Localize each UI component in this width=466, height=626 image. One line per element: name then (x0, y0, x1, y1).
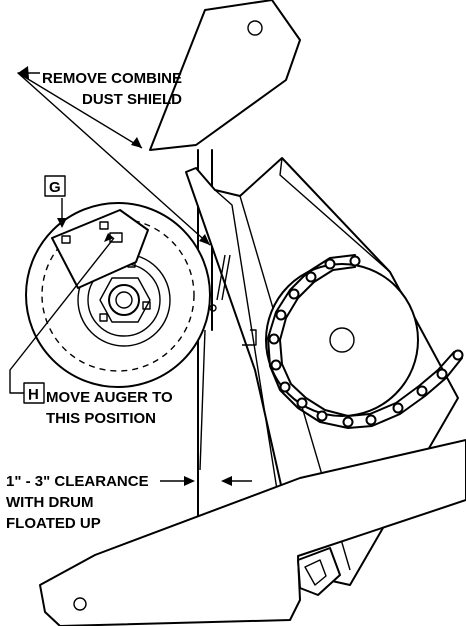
clearance-label-line1: 1" - 3" CLEARANCE (6, 473, 149, 490)
remove-label-line2: DUST SHIELD (82, 91, 182, 108)
callout-h: H (23, 382, 45, 404)
upper-bracket (149, 0, 301, 151)
callout-g: G (44, 175, 66, 197)
remove-label-line1: REMOVE COMBINE (42, 70, 182, 87)
auger-bracket-plate (51, 209, 149, 289)
clearance-label-line3: FLOATED UP (6, 515, 101, 532)
roller-chain (267, 254, 464, 429)
sprocket-disc (265, 263, 419, 417)
clearance-arrows (160, 476, 252, 486)
move-auger-label: MOVE AUGER TO THIS POSITION (46, 389, 173, 427)
callout-h-letter: H (28, 386, 39, 403)
arrowheads (18, 66, 210, 245)
clearance-label: 1" - 3" CLEARANCE WITH DRUM FLOATED UP (6, 473, 149, 532)
shield-pin (209, 304, 257, 346)
move-label-line1: MOVE AUGER TO (46, 389, 173, 406)
move-label-line2: THIS POSITION (46, 410, 156, 427)
lower-skid-plate (39, 439, 466, 626)
clearance-label-line2: WITH DRUM (6, 494, 93, 511)
remove-shield-label: REMOVE COMBINE DUST SHIELD (42, 70, 182, 108)
callout-g-letter: G (49, 179, 61, 196)
